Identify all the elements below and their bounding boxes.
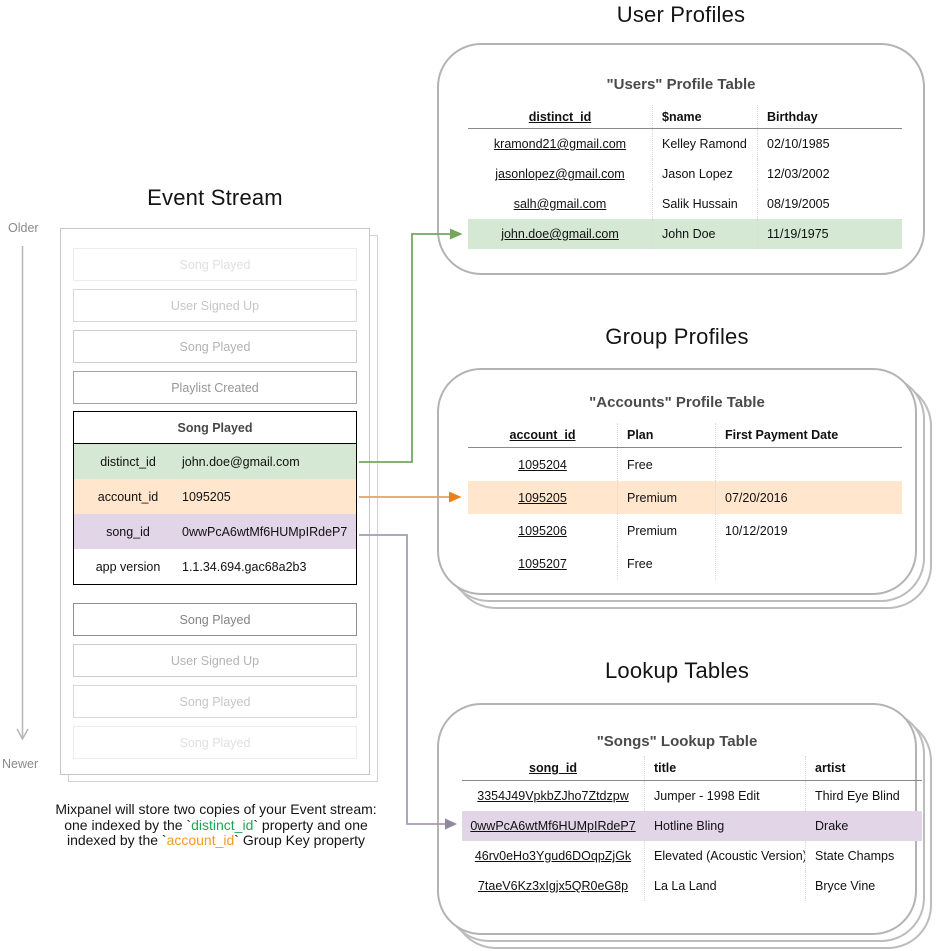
table-row: 3354J49VpkbZJho7Ztdzpw Jumper - 1998 Edi… <box>462 781 922 811</box>
property-value: 1095205 <box>182 489 231 504</box>
property-value: 0wwPcA6wtMf6HUMpIRdeP7 <box>182 524 348 539</box>
column-header-title: title <box>644 756 805 780</box>
songs-table-header: song_id title artist <box>462 756 922 781</box>
users-table: distinct_id $name Birthday kramond21@gma… <box>468 105 902 249</box>
event-property-row-account-id: account_id 1095205 <box>74 479 356 514</box>
accounts-profile-card: "Accounts" Profile Table account_id Plan… <box>437 368 917 595</box>
property-value: 1.1.34.694.gac68a2b3 <box>182 559 307 574</box>
users-profile-card: "Users" Profile Table distinct_id $name … <box>437 43 925 275</box>
event-item: Song Played <box>73 603 357 636</box>
event-item-label: Song Played <box>179 694 251 709</box>
event-item-label: User Signed Up <box>170 653 260 668</box>
table-row-highlighted: 0wwPcA6wtMf6HUMpIRdeP7 Hotline Bling Dra… <box>462 811 922 841</box>
caption-account-id: account_id <box>166 832 235 848</box>
table-row-highlighted: john.doe@gmail.com John Doe 11/19/1975 <box>468 219 902 249</box>
user-profiles-title: User Profiles <box>616 2 746 27</box>
event-item: Song Played <box>73 726 357 759</box>
older-newer-arrow <box>16 246 29 741</box>
column-header-plan: Plan <box>617 423 715 447</box>
table-row: 1095207 Free <box>468 547 902 580</box>
group-profiles-title: Group Profiles <box>605 324 749 349</box>
event-item: Song Played <box>73 685 357 718</box>
older-label: Older <box>8 221 39 235</box>
songs-table-title: "Songs" Lookup Table <box>596 733 758 750</box>
column-header-artist: artist <box>805 756 922 780</box>
event-item: User Signed Up <box>73 289 357 322</box>
songs-lookup-card: "Songs" Lookup Table song_id title artis… <box>437 703 922 935</box>
songs-table: song_id title artist 3354J49VpkbZJho7Ztd… <box>462 756 922 901</box>
table-row: jasonlopez@gmail.com Jason Lopez 12/03/2… <box>468 159 902 189</box>
event-item-label: Song Played <box>179 339 251 354</box>
newer-label: Newer <box>2 757 39 771</box>
event-item: User Signed Up <box>73 644 357 677</box>
accounts-table: account_id Plan First Payment Date 10952… <box>468 423 902 580</box>
event-item-label: Song Played <box>179 612 251 627</box>
column-header-name: $name <box>652 105 757 128</box>
column-header-song-id: song_id <box>529 761 577 775</box>
table-row: 1095204 Free <box>468 448 902 481</box>
column-header-account-id: account_id <box>509 428 576 442</box>
event-item-label: User Signed Up <box>170 298 260 313</box>
event-stream-container: Song Played User Signed Up Song Played P… <box>60 228 370 775</box>
column-header-birthday: Birthday <box>757 105 902 128</box>
property-key: app version <box>95 559 161 574</box>
event-stream-title: Event Stream <box>147 185 283 210</box>
event-item-label: Playlist Created <box>171 380 259 395</box>
property-value: john.doe@gmail.com <box>182 454 300 469</box>
event-item-label: Song Played <box>179 735 251 750</box>
event-item: Playlist Created <box>73 371 357 404</box>
caption-distinct-id: distinct_id <box>191 816 254 833</box>
event-item: Song Played <box>73 330 357 363</box>
column-header-distinct-id: distinct_id <box>528 109 592 124</box>
lookup-tables-title: Lookup Tables <box>604 658 750 683</box>
event-card-title: Song Played <box>74 412 356 444</box>
table-row: salh@gmail.com Salik Hussain 08/19/2005 <box>468 189 902 219</box>
event-item: Song Played <box>73 248 357 281</box>
column-header-first-payment-date: First Payment Date <box>715 423 902 447</box>
event-property-row-distinct-id: distinct_id john.doe@gmail.com <box>74 444 356 479</box>
property-key: song_id <box>106 524 150 539</box>
selected-event-card: Song Played distinct_id john.doe@gmail.c… <box>73 411 357 585</box>
users-table-header: distinct_id $name Birthday <box>468 105 902 129</box>
table-row: kramond21@gmail.com Kelley Ramond 02/10/… <box>468 129 902 159</box>
table-row: 7taeV6Kz3xIgjx5QR0eG8p La La Land Bryce … <box>462 871 922 901</box>
event-stream-caption: Mixpanel will store two copies of your E… <box>55 801 377 848</box>
property-key: distinct_id <box>100 454 156 469</box>
caption-line1: Mixpanel will store two copies of your E… <box>55 801 377 817</box>
event-item-label: Song Played <box>179 257 251 272</box>
accounts-table-title: "Accounts" Profile Table <box>589 394 765 411</box>
table-row: 46rv0eHo3Ygud6DOqpZjGk Elevated (Acousti… <box>462 841 922 871</box>
table-row: 1095206 Premium 10/12/2019 <box>468 514 902 547</box>
event-property-row-song-id: song_id 0wwPcA6wtMf6HUMpIRdeP7 <box>74 514 356 549</box>
event-property-row-app-version: app version 1.1.34.694.gac68a2b3 <box>74 549 356 584</box>
users-table-title: "Users" Profile Table <box>606 76 756 93</box>
property-key: account_id <box>97 489 159 504</box>
table-row-highlighted: 1095205 Premium 07/20/2016 <box>468 481 902 514</box>
accounts-table-header: account_id Plan First Payment Date <box>468 423 902 448</box>
